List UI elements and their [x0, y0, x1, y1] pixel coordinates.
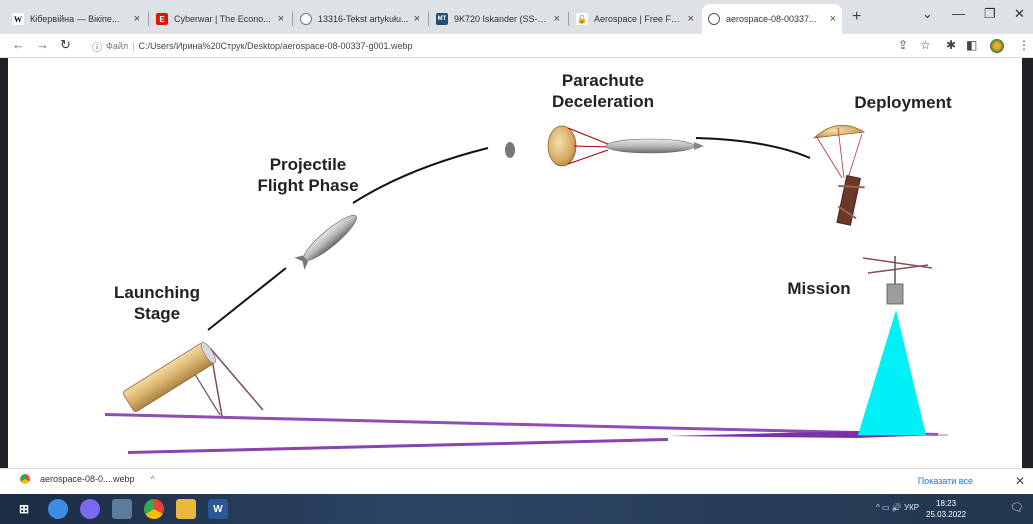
globe-icon — [708, 13, 720, 25]
chrome-icon — [20, 474, 30, 484]
profile-avatar[interactable] — [990, 39, 1004, 53]
label-line: Stage — [133, 304, 181, 323]
mission-diagram — [105, 124, 948, 454]
new-tab-button[interactable]: + — [852, 8, 862, 25]
back-icon[interactable]: ← — [12, 37, 25, 52]
tab-title: aerospace-08-00337... — [726, 14, 817, 24]
notifications-icon[interactable]: 🗨 — [1010, 502, 1024, 514]
close-tab-icon[interactable]: × — [133, 13, 140, 25]
tab-aerospace-mdpi[interactable]: 🔓 Aerospace | Free Full... × — [570, 4, 700, 34]
wikipedia-icon: W — [12, 13, 24, 25]
clock-date: 25.03.2022 — [926, 510, 967, 519]
label-line: Deceleration — [551, 92, 655, 111]
close-tab-icon[interactable]: × — [687, 13, 694, 25]
parachute-deceleration-label: Parachute Deceleration — [538, 70, 668, 112]
tab-separator — [292, 12, 293, 26]
tab-iskander[interactable]: MT 9K720 Iskander (SS-2... × — [430, 4, 566, 34]
info-icon[interactable]: ⓘ — [92, 42, 102, 54]
side-panel-icon[interactable]: ◧ — [966, 38, 978, 52]
tab-economist[interactable]: E Cyberwar | The Econo... × — [150, 4, 290, 34]
tab-tekst-artykulu[interactable]: 13316-Tekst artykułu... × — [294, 4, 426, 34]
windows-taskbar: ⊞ W ^ ▭ 🔊 УКР 18:23 25.03.2022 🗨 — [0, 494, 1033, 524]
tab-title: Кібервійна — Вікіпе... — [30, 14, 120, 24]
bookmark-star-icon[interactable]: ☆ — [920, 38, 931, 52]
network-app-icon[interactable] — [112, 499, 132, 519]
tab-separator — [148, 12, 149, 26]
restore-icon[interactable]: ❐ — [984, 6, 996, 21]
tab-title: 13316-Tekst artykułu... — [318, 14, 409, 24]
tab-title: Cyberwar | The Econo... — [174, 14, 271, 24]
chrome-taskbar-icon[interactable] — [144, 499, 164, 519]
minimize-icon[interactable]: — — [952, 6, 965, 21]
system-clock[interactable]: 18:23 25.03.2022 — [926, 498, 966, 520]
file-explorer-icon[interactable] — [176, 499, 196, 519]
tab-separator — [428, 12, 429, 26]
start-menu-icon[interactable]: ⊞ — [18, 502, 30, 516]
file-scheme-label: Файл — [106, 41, 129, 51]
mission-label: Mission — [787, 279, 851, 298]
share-icon[interactable]: ⇪ — [898, 38, 909, 52]
tab-search-icon[interactable]: ⌄ — [922, 6, 933, 21]
download-bar: aerospace-08-0....webp ^ Показати все ✕ — [0, 468, 1033, 494]
clock-time: 18:23 — [936, 499, 957, 508]
address-bar[interactable]: ⓘ Файл | C:/Users/Ирина%20Струк/Desktop/… — [92, 36, 872, 56]
label-line: Launching — [114, 283, 200, 302]
label-line: Projectile — [269, 155, 347, 174]
tab-aerospace-image-active[interactable]: aerospace-08-00337... × — [702, 4, 842, 34]
flight-trajectory — [207, 137, 811, 331]
launching-stage-label: Launching Stage — [102, 282, 212, 324]
close-tab-icon[interactable]: × — [553, 13, 560, 25]
parachute-deceleration — [547, 125, 704, 167]
tab-strip: W Кібервійна — Вікіпе... × E Cyberwar | … — [0, 0, 1033, 34]
projectile — [294, 215, 357, 270]
tab-title: 9K720 Iskander (SS-2... — [454, 14, 550, 24]
show-all-downloads-link[interactable]: Показати все — [917, 476, 973, 486]
launch-tube — [122, 341, 264, 417]
search-cortana-icon[interactable] — [48, 499, 68, 519]
menu-icon[interactable]: ⋮ — [1018, 38, 1030, 52]
mdpi-icon: 🔓 — [576, 13, 588, 25]
close-tab-icon[interactable]: × — [829, 13, 836, 25]
viber-icon[interactable] — [80, 499, 100, 519]
mission-uav — [858, 256, 933, 435]
chevron-up-icon[interactable]: ^ — [150, 474, 155, 484]
projectile-flight-phase-label: Projectile Flight Phase — [238, 154, 378, 196]
extensions-icon[interactable]: ✱ — [946, 38, 957, 52]
close-tab-icon[interactable]: × — [277, 13, 284, 25]
tab-title: Aerospace | Free Full... — [594, 14, 684, 24]
image-viewer: Launching Stage Projectile Flight Phase … — [0, 58, 1033, 468]
globe-icon — [300, 13, 312, 25]
close-download-bar-icon[interactable]: ✕ — [1014, 474, 1025, 488]
label-line: Flight Phase — [257, 176, 359, 195]
tray-icons[interactable]: ^ ▭ 🔊 — [876, 503, 902, 512]
download-file-name: aerospace-08-0....webp — [40, 474, 135, 484]
economist-icon: E — [156, 13, 168, 25]
reload-icon[interactable]: ↻ — [60, 37, 71, 52]
label-line: Parachute — [561, 71, 645, 90]
deployment-parachute — [812, 124, 866, 226]
browser-toolbar: ← → ↻ ⓘ Файл | C:/Users/Ирина%20Струк/De… — [0, 34, 1033, 58]
download-item[interactable]: aerospace-08-0....webp ^ — [20, 474, 155, 484]
word-icon[interactable]: W — [208, 499, 228, 519]
address-url: C:/Users/Ирина%20Струк/Desktop/aerospace… — [138, 41, 413, 51]
deployment-label: Deployment — [854, 93, 952, 112]
mt-icon: MT — [436, 13, 448, 25]
tab-separator — [568, 12, 569, 26]
close-window-icon[interactable]: ✕ — [1014, 6, 1025, 21]
ground-beams — [105, 413, 948, 454]
close-tab-icon[interactable]: × — [413, 13, 420, 25]
tab-wikipedia[interactable]: W Кібервійна — Вікіпе... × — [6, 4, 146, 34]
forward-icon[interactable]: → — [36, 37, 49, 52]
language-indicator[interactable]: УКР — [904, 503, 920, 512]
figure-image: Launching Stage Projectile Flight Phase … — [8, 58, 1022, 468]
drogue-chute — [505, 142, 515, 158]
address-divider: | — [132, 41, 135, 51]
